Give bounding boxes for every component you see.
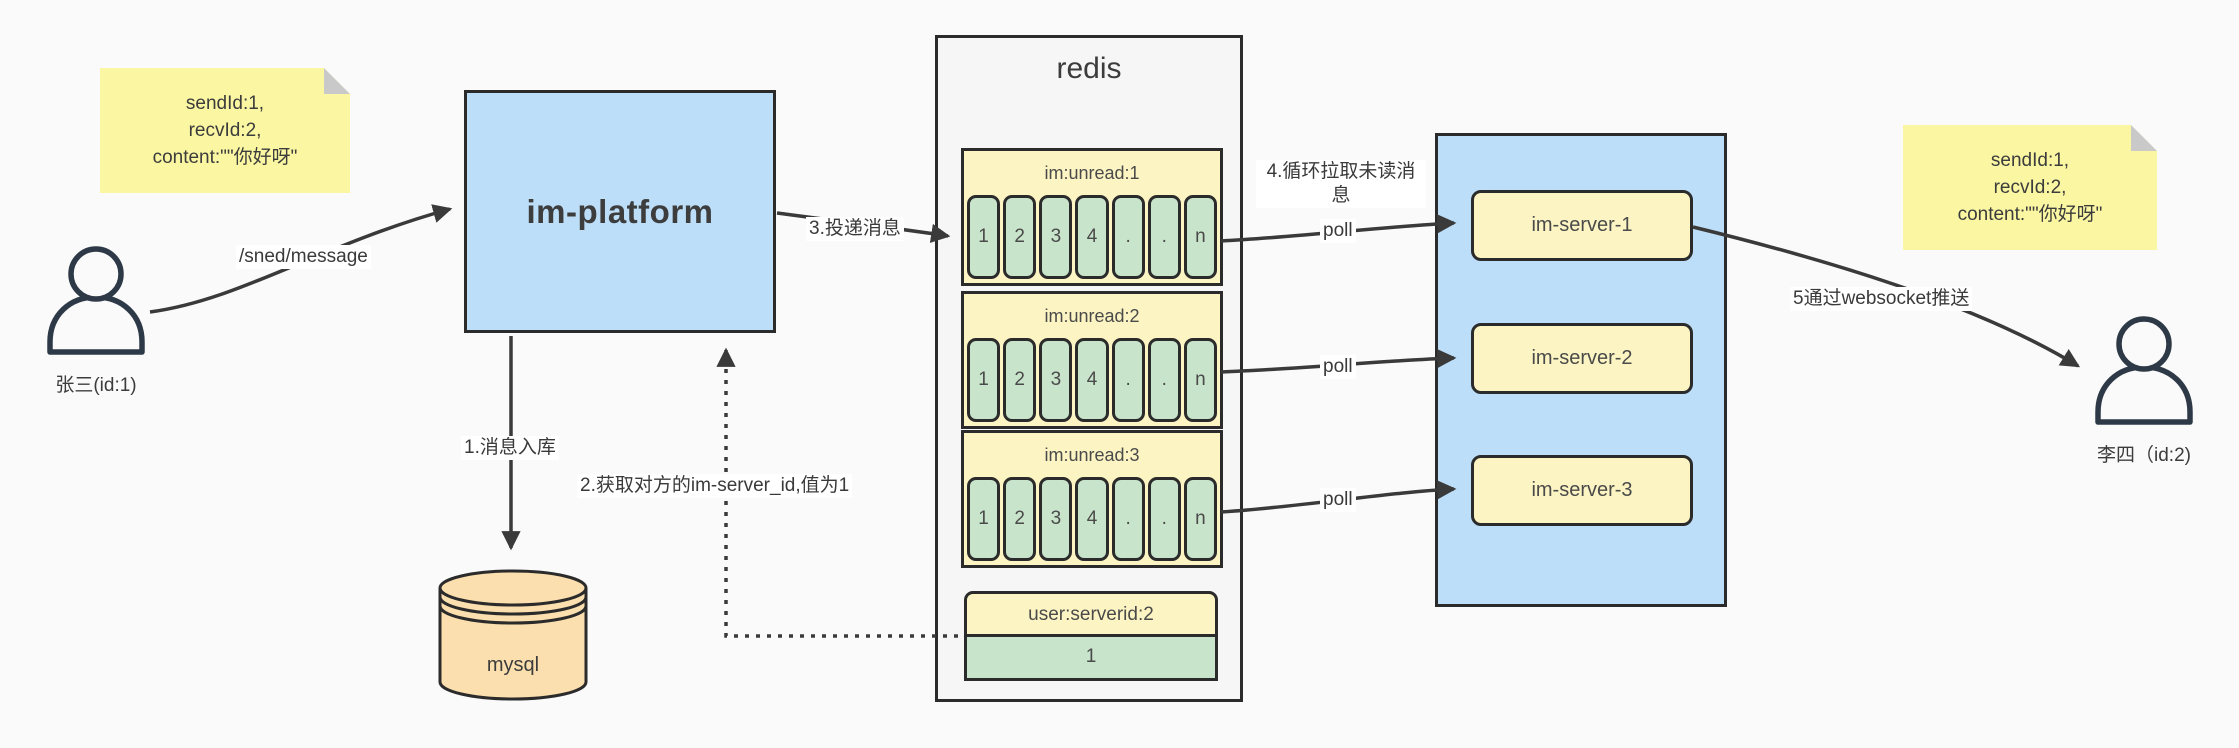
- note-line: recvId:2,: [188, 120, 262, 141]
- person-icon: [2095, 316, 2193, 425]
- queue-cell: .: [1111, 477, 1145, 561]
- queue-cell: 4: [1075, 477, 1109, 561]
- mysql-label: mysql: [486, 654, 540, 676]
- queue-cell: 2: [1003, 195, 1037, 279]
- sticky-note-right: sendId:1, recvId:2, content:""你好呀": [1903, 125, 2157, 250]
- note-fold-corner: [2131, 125, 2157, 151]
- note-line: sendId:1,: [1990, 150, 2070, 171]
- note-line: sendId:1,: [185, 93, 265, 114]
- mysql-database: mysql: [436, 564, 590, 706]
- queue-cell: 3: [1039, 338, 1073, 422]
- user-serverid-box: user:serverid:2 1: [964, 591, 1218, 681]
- queue-cells: 1 2 3 4 . . n: [967, 338, 1217, 422]
- im-platform-label: im-platform: [526, 192, 714, 230]
- queue-header: im:unread:2: [1044, 306, 1140, 326]
- queue-cell: 2: [1003, 477, 1037, 561]
- queue-cell: 1: [967, 195, 1001, 279]
- edge-label-step1: 1.消息入库: [461, 436, 559, 460]
- queue-header: im:unread:1: [1044, 163, 1140, 183]
- note-line: content:""你好呀": [1957, 204, 2103, 225]
- person-icon: [47, 246, 145, 355]
- edge-label-poll-1: poll: [1320, 219, 1356, 243]
- note-line: recvId:2,: [1993, 177, 2067, 198]
- user-serverid-key: user:serverid:2: [964, 591, 1218, 637]
- edge-label-poll-2: poll: [1320, 355, 1356, 379]
- edge-label-step3: 3.投递消息: [806, 217, 904, 241]
- queue-im-unread-1: im:unread:1 1 2 3 4 . . n: [961, 148, 1223, 286]
- queue-cell: n: [1183, 338, 1217, 422]
- queue-cell: .: [1147, 477, 1181, 561]
- redis-title: redis: [1056, 52, 1122, 85]
- queue-cell: .: [1111, 195, 1145, 279]
- edge-label-step5: 5通过websocket推送: [1790, 287, 1973, 311]
- sticky-note-left: sendId:1, recvId:2, content:""你好呀": [100, 68, 350, 193]
- receiver-actor: [2088, 316, 2200, 428]
- queue-cell: 3: [1039, 477, 1073, 561]
- queue-header: im:unread:3: [1044, 445, 1140, 465]
- queue-cell: .: [1147, 195, 1181, 279]
- edge-label-send: /sned/message: [236, 245, 371, 269]
- queue-cell: 4: [1075, 195, 1109, 279]
- database-cylinder-icon: [438, 569, 588, 701]
- im-server-cluster: im-server-1 im-server-2 im-server-3: [1435, 133, 1727, 607]
- sender-label: 张三(id:1): [55, 375, 137, 396]
- queue-cell: n: [1183, 195, 1217, 279]
- redis-container: redis im:unread:1 1 2 3 4 . . n im:unrea…: [935, 35, 1243, 702]
- edge-label-step4: 4.循环拉取未读消 息: [1256, 160, 1426, 208]
- receiver-label: 李四（id:2): [2097, 445, 2191, 466]
- queue-cells: 1 2 3 4 . . n: [967, 477, 1217, 561]
- queue-im-unread-2: im:unread:2 1 2 3 4 . . n: [961, 291, 1223, 429]
- note-fold-corner: [324, 68, 350, 94]
- queue-cell: n: [1183, 477, 1217, 561]
- queue-cell: 4: [1075, 338, 1109, 422]
- queue-im-unread-3: im:unread:3 1 2 3 4 . . n: [961, 430, 1223, 568]
- queue-cell: 2: [1003, 338, 1037, 422]
- queue-cell: 3: [1039, 195, 1073, 279]
- queue-cell: .: [1111, 338, 1145, 422]
- queue-cell: 1: [967, 477, 1001, 561]
- im-server-3-box: im-server-3: [1471, 455, 1693, 526]
- queue-cell: .: [1147, 338, 1181, 422]
- queue-cell: 1: [967, 338, 1001, 422]
- im-server-1-box: im-server-1: [1471, 190, 1693, 261]
- edge-label-step2: 2.获取对方的im-server_id,值为1: [577, 474, 853, 498]
- note-left-wrap: sendId:1, recvId:2, content:""你好呀": [100, 68, 350, 193]
- sender-actor: [40, 246, 152, 358]
- queue-cells: 1 2 3 4 . . n: [967, 195, 1217, 279]
- im-platform-box: im-platform: [464, 90, 776, 333]
- user-serverid-value: 1: [964, 637, 1218, 681]
- im-server-2-box: im-server-2: [1471, 323, 1693, 394]
- edge-label-poll-3: poll: [1320, 488, 1356, 512]
- note-line: content:""你好呀": [152, 147, 298, 168]
- note-right-wrap: sendId:1, recvId:2, content:""你好呀": [1903, 125, 2157, 250]
